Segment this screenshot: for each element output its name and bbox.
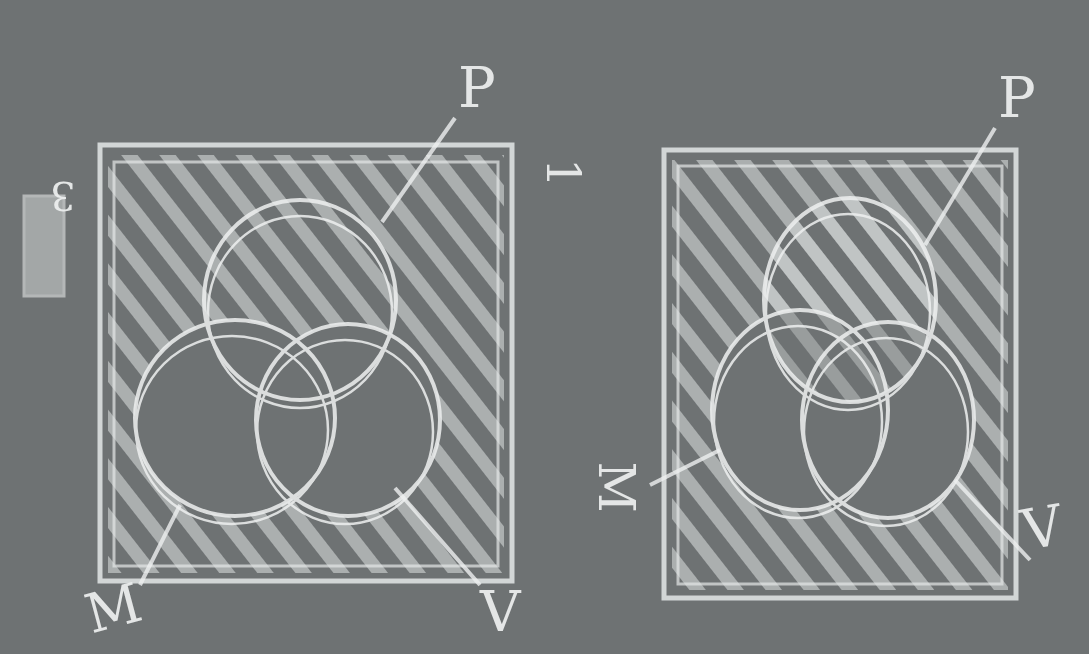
set-label: P	[458, 60, 496, 116]
set-label: M	[591, 461, 641, 512]
set-label: V	[480, 584, 520, 640]
set-label: P	[998, 70, 1036, 126]
set-label: 3	[50, 176, 75, 216]
right-venn	[650, 128, 1030, 598]
set-label: 1	[540, 158, 586, 187]
set-label: M	[80, 576, 147, 642]
set-label: V	[1017, 497, 1067, 559]
left-venn	[24, 118, 512, 585]
